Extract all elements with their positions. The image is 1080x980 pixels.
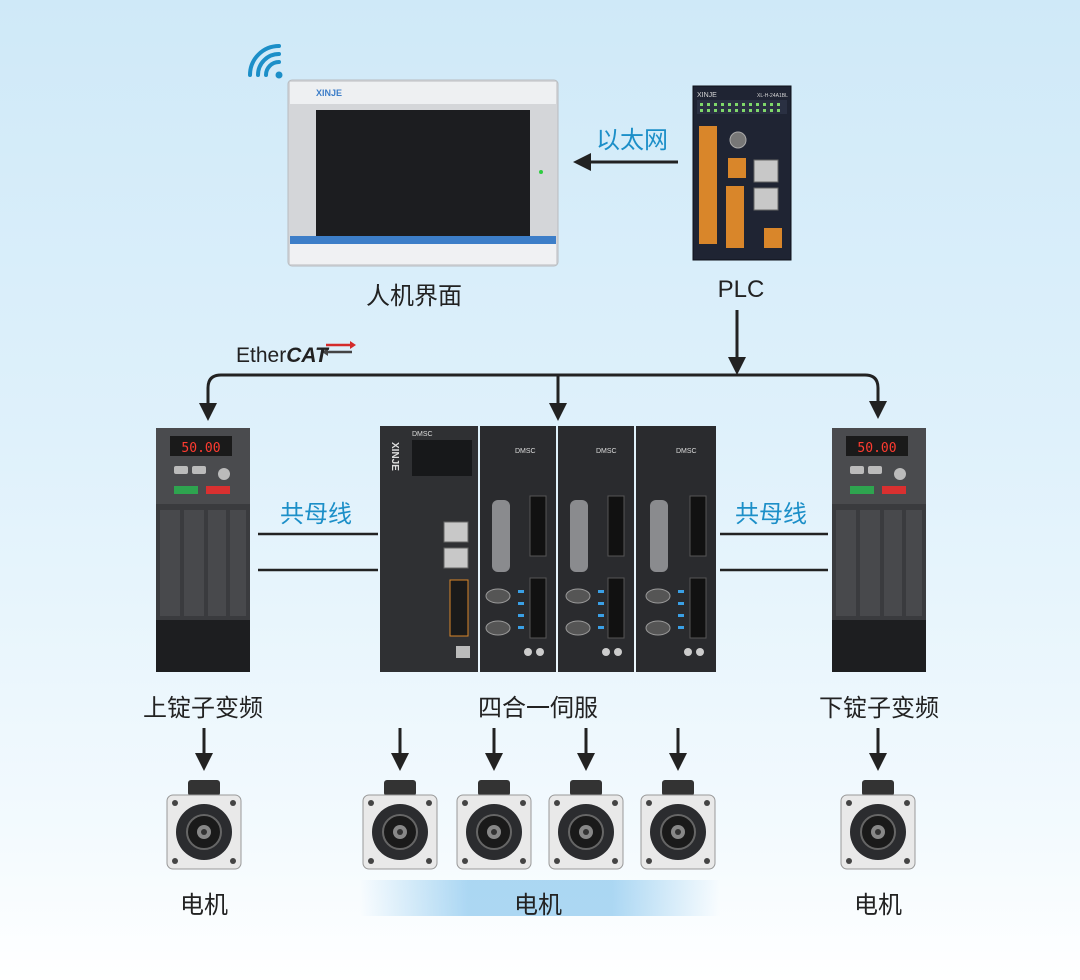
motor-right-label: 电机 bbox=[854, 891, 902, 919]
ethernet-label: 以太网 bbox=[596, 126, 668, 154]
motor-icon bbox=[640, 780, 716, 870]
ethercat-label-b: CAT bbox=[286, 344, 328, 367]
ethercat-label: EtherCAT bbox=[236, 344, 328, 368]
vfd-lower-display: 50.00 bbox=[857, 441, 896, 456]
plc-device bbox=[692, 85, 792, 261]
motor-highlight-band bbox=[360, 880, 720, 916]
plc-brand: XINJE bbox=[697, 92, 717, 99]
vfd-upper-device bbox=[156, 428, 250, 672]
motor-icon bbox=[456, 780, 532, 870]
wifi-icon bbox=[248, 44, 283, 79]
motor-icon bbox=[166, 780, 242, 870]
hmi-brand: XINJE bbox=[316, 88, 342, 98]
servo-model-3: DMSC bbox=[596, 448, 617, 455]
ethercat-label-a: Ether bbox=[236, 344, 287, 367]
ethercat-logo-arrows bbox=[322, 341, 356, 356]
servo-model-1: DMSC bbox=[412, 431, 433, 438]
servo-model-2: DMSC bbox=[515, 448, 536, 455]
plc-label: PLC bbox=[717, 276, 765, 303]
motor-icon bbox=[548, 780, 624, 870]
lower-vfd-label: 下锭子变频 bbox=[819, 694, 939, 722]
hmi-device bbox=[287, 79, 559, 267]
ethercat-bus bbox=[206, 373, 887, 419]
busbar-right-label: 共母线 bbox=[735, 500, 807, 528]
upper-vfd-label: 上锭子变频 bbox=[143, 694, 263, 722]
servo-device bbox=[380, 426, 716, 672]
plc-model: XL-H-24A1BL bbox=[757, 93, 788, 99]
busbar-left-label: 共母线 bbox=[280, 500, 352, 528]
servo-label: 四合一伺服 bbox=[478, 694, 598, 722]
motor-center-label: 电机 bbox=[514, 891, 562, 919]
motor-icon bbox=[362, 780, 438, 870]
servo-model-4: DMSC bbox=[676, 448, 697, 455]
hmi-label: 人机界面 bbox=[366, 282, 462, 310]
vfd-lower-device bbox=[832, 428, 926, 672]
servo-brand: XINJE bbox=[389, 442, 400, 471]
motor-icon bbox=[840, 780, 916, 870]
vfd-upper-display: 50.00 bbox=[181, 441, 220, 456]
motor-left-label: 电机 bbox=[180, 891, 228, 919]
